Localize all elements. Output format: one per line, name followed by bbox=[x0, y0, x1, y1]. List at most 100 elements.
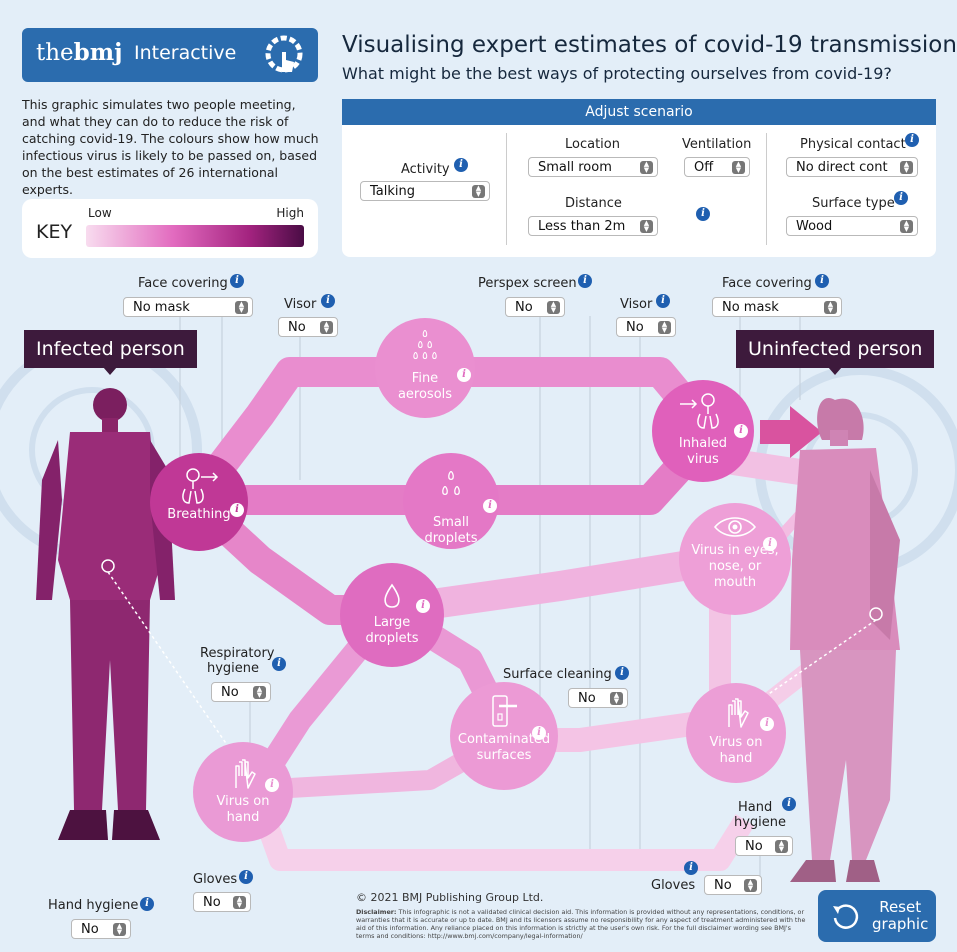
visor-right-label: Visor bbox=[620, 297, 653, 312]
gloves-left-label: Gloves bbox=[193, 872, 238, 887]
physical-contact-label: Physical contact bbox=[800, 137, 906, 152]
chevron-updown-icon: ▲▼ bbox=[610, 692, 623, 705]
bmj-interactive-logo[interactable]: thebmj Interactive bbox=[22, 28, 318, 82]
color-key: KEY Low High bbox=[22, 199, 318, 258]
info-icon[interactable]: i bbox=[140, 897, 154, 911]
key-low-label: Low bbox=[88, 206, 112, 220]
visor-left-select[interactable]: No▲▼ bbox=[278, 317, 338, 337]
info-icon[interactable]: i bbox=[416, 599, 430, 613]
respiratory-hygiene-label-2: hygiene bbox=[207, 661, 260, 676]
info-icon[interactable]: i bbox=[615, 666, 629, 680]
surface-type-select[interactable]: Wood▲▼ bbox=[786, 216, 918, 236]
gloves-right-select[interactable]: No▲▼ bbox=[704, 875, 762, 895]
tap-hand-icon bbox=[265, 35, 303, 73]
chevron-updown-icon: ▲▼ bbox=[547, 301, 560, 314]
breathing-node[interactable]: Breathing i bbox=[150, 453, 248, 551]
info-icon[interactable]: i bbox=[265, 778, 279, 792]
intro-text: This graphic simulates two people meetin… bbox=[22, 97, 319, 197]
infected-person-figure bbox=[36, 388, 175, 840]
reset-icon bbox=[833, 904, 859, 929]
info-icon[interactable]: i bbox=[483, 499, 497, 513]
face-covering-left-select[interactable]: No mask▲▼ bbox=[123, 297, 253, 317]
info-icon[interactable]: i bbox=[230, 503, 244, 517]
respiratory-hygiene-select[interactable]: No▲▼ bbox=[211, 682, 271, 702]
face-covering-right-select[interactable]: No mask▲▼ bbox=[712, 297, 842, 317]
chevron-updown-icon: ▲▼ bbox=[744, 879, 757, 892]
info-icon[interactable]: i bbox=[763, 537, 777, 551]
info-icon[interactable]: i bbox=[532, 726, 546, 740]
chevron-updown-icon: ▲▼ bbox=[640, 161, 653, 174]
key-high-label: High bbox=[276, 206, 304, 220]
info-icon[interactable]: i bbox=[578, 274, 592, 288]
info-icon[interactable]: i bbox=[656, 294, 670, 308]
info-icon[interactable]: i bbox=[239, 870, 253, 884]
location-select[interactable]: Small room▲▼ bbox=[528, 157, 658, 177]
hand-icon bbox=[235, 759, 256, 789]
info-icon[interactable]: i bbox=[782, 797, 796, 811]
info-icon[interactable]: i bbox=[696, 207, 710, 221]
infected-person-tag: Infected person bbox=[24, 330, 197, 375]
physical-contact-select[interactable]: No direct cont▲▼ bbox=[786, 157, 918, 177]
info-icon[interactable]: i bbox=[905, 133, 919, 147]
ventilation-select[interactable]: Off▲▼ bbox=[684, 157, 750, 177]
info-icon[interactable]: i bbox=[457, 368, 471, 382]
chevron-updown-icon: ▲▼ bbox=[113, 923, 126, 936]
ventilation-label: Ventilation bbox=[682, 137, 752, 152]
gloves-left-select[interactable]: No▲▼ bbox=[193, 892, 251, 912]
surface-cleaning-label: Surface cleaning bbox=[503, 667, 612, 682]
chevron-updown-icon: ▲▼ bbox=[658, 321, 671, 334]
perspex-screen-select[interactable]: No▲▼ bbox=[505, 297, 565, 317]
location-label: Location bbox=[565, 137, 620, 152]
info-icon[interactable]: i bbox=[272, 657, 286, 671]
chevron-updown-icon: ▲▼ bbox=[732, 161, 745, 174]
info-icon[interactable]: i bbox=[734, 424, 748, 438]
visor-left-label: Visor bbox=[284, 297, 317, 312]
chevron-updown-icon: ▲▼ bbox=[253, 686, 266, 699]
activity-select[interactable]: Talking▲▼ bbox=[360, 181, 490, 201]
key-gradient-bar bbox=[86, 225, 304, 247]
info-icon[interactable]: i bbox=[321, 294, 335, 308]
chevron-updown-icon: ▲▼ bbox=[824, 301, 837, 314]
info-icon[interactable]: i bbox=[684, 861, 698, 875]
info-icon[interactable]: i bbox=[894, 191, 908, 205]
visor-right-select[interactable]: No▲▼ bbox=[616, 317, 676, 337]
inhale-lungs-icon bbox=[680, 393, 719, 429]
info-icon[interactable]: i bbox=[815, 274, 829, 288]
chevron-updown-icon: ▲▼ bbox=[235, 301, 248, 314]
chevron-updown-icon: ▲▼ bbox=[472, 185, 485, 198]
uninfected-person-figure bbox=[790, 398, 900, 882]
inhaled-arrow bbox=[760, 406, 822, 458]
distance-select[interactable]: Less than 2m▲▼ bbox=[528, 216, 658, 236]
chevron-updown-icon: ▲▼ bbox=[640, 220, 653, 233]
hand-hygiene-right-label-2: hygiene bbox=[734, 815, 787, 830]
info-icon[interactable]: i bbox=[760, 717, 774, 731]
chevron-updown-icon: ▲▼ bbox=[233, 896, 246, 909]
bmj-logo-text: thebmj bbox=[36, 39, 123, 66]
hand-hygiene-left-select[interactable]: No▲▼ bbox=[71, 919, 131, 939]
eye-icon bbox=[713, 517, 757, 537]
chevron-updown-icon: ▲▼ bbox=[900, 220, 913, 233]
info-icon[interactable]: i bbox=[230, 274, 244, 288]
uninfected-person-tag: Uninfected person bbox=[736, 330, 935, 375]
surface-type-label: Surface type bbox=[812, 196, 895, 211]
hand-hygiene-right-select[interactable]: No▲▼ bbox=[735, 836, 793, 856]
breathing-label: Breathing bbox=[167, 507, 231, 522]
surface-cleaning-select[interactable]: No▲▼ bbox=[568, 688, 628, 708]
disclaimer: Disclaimer: This infographic is not a va… bbox=[356, 908, 806, 940]
breathing-lungs-icon bbox=[182, 468, 219, 504]
adjust-scenario-title: Adjust scenario bbox=[342, 99, 936, 125]
info-icon[interactable]: i bbox=[454, 158, 468, 172]
